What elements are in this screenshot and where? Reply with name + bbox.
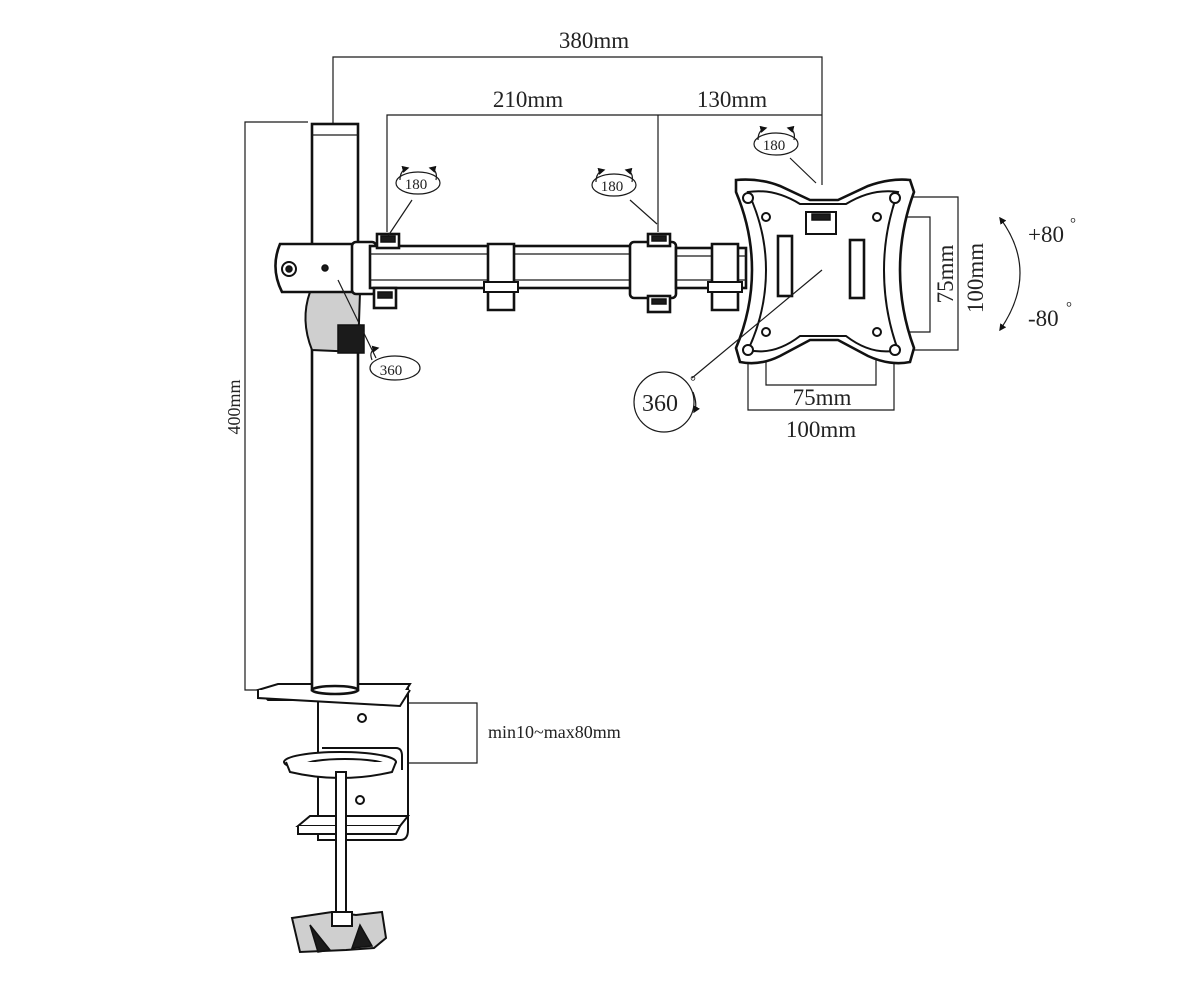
labels: 380mm 210mm 130mm 400mm min10~max80mm 75… <box>224 28 1076 742</box>
tilt-up-label: +80 <box>1028 222 1064 247</box>
head-swivel-rotation: 180 <box>763 138 786 154</box>
arm-segment-2 <box>628 232 748 314</box>
desk-thickness-label: min10~max80mm <box>488 722 621 742</box>
plate-rotate-degree: ° <box>690 374 696 390</box>
arm-segment-1 <box>368 232 642 312</box>
arm-joint-2-rotation: 180 <box>601 179 624 195</box>
pole-joint-rotation: 360 <box>380 363 403 379</box>
tilt-down-degree: ° <box>1066 300 1072 316</box>
plate-rotate-rotation: 360 <box>642 391 678 417</box>
tilt-up-degree: ° <box>1070 216 1076 232</box>
vesa-v-small-label: 75mm <box>933 245 958 304</box>
vesa-v-large-label: 100mm <box>963 243 988 313</box>
pole <box>310 122 360 696</box>
arm-second-label: 130mm <box>697 87 767 112</box>
total-reach-label: 380mm <box>559 28 629 53</box>
pole-height-label: 400mm <box>224 379 244 434</box>
arm-joint-1-rotation: 180 <box>405 177 428 193</box>
vesa-plate <box>734 178 916 365</box>
arm-first-label: 210mm <box>493 87 563 112</box>
tilt-down-label: -80 <box>1028 306 1059 331</box>
pole-collar <box>274 240 378 354</box>
desk-clamp <box>256 683 412 954</box>
rotation-indicators <box>337 125 1021 433</box>
vesa-h-large-label: 100mm <box>786 417 856 442</box>
vesa-h-small-label: 75mm <box>793 385 852 410</box>
